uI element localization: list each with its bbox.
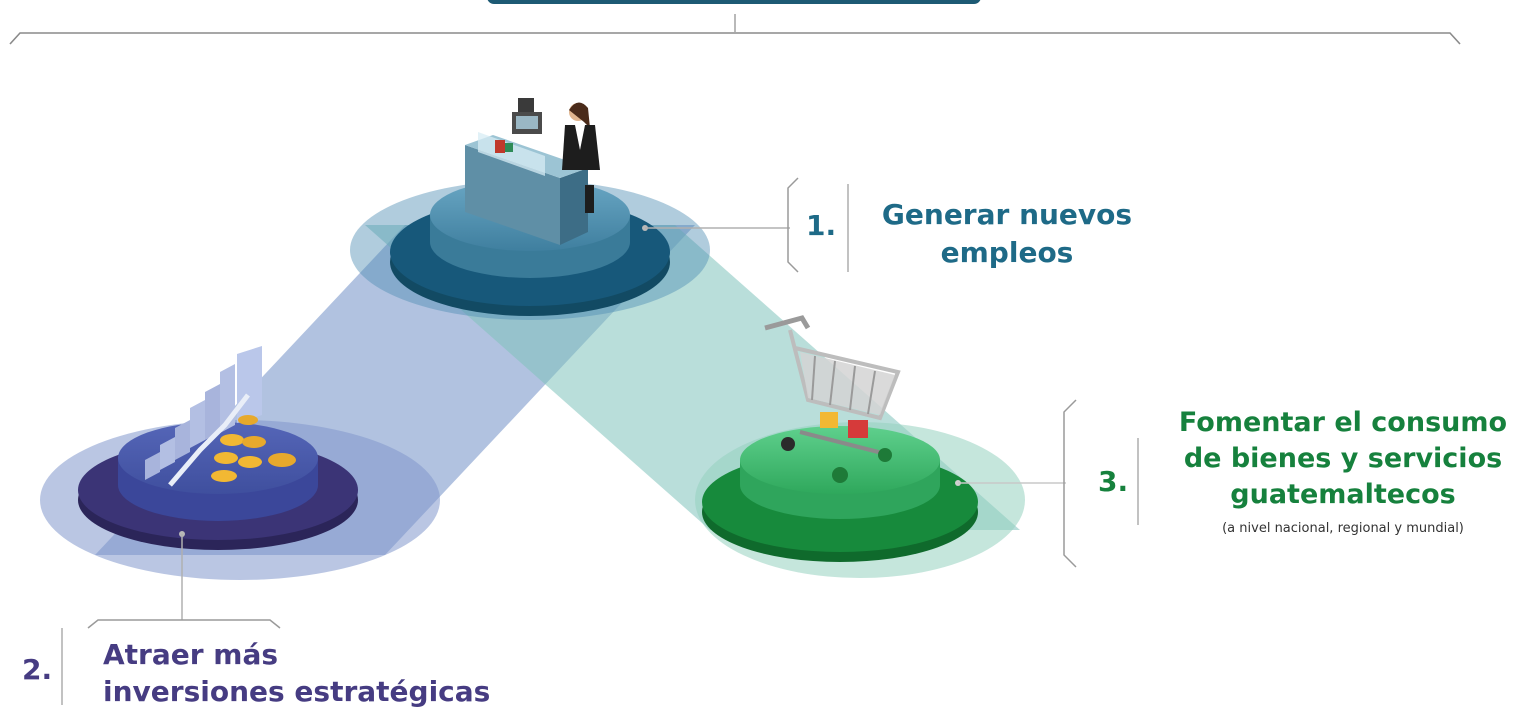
- objective-3-number: 3.: [1098, 465, 1129, 498]
- objective-2-title: Atraer más inversiones estratégicas: [103, 636, 490, 710]
- objective-3-line-2: de bienes y servicios: [1183, 443, 1503, 474]
- objective-3-title: Fomentar el consumo de bienes y servicio…: [1158, 405, 1528, 513]
- objective-3-line-1: Fomentar el consumo: [1178, 407, 1508, 438]
- objective-1-line-1: Generar nuevos: [881, 198, 1133, 231]
- objective-1-number: 1.: [806, 209, 837, 242]
- bracket-3: [1063, 399, 1077, 568]
- bracket-1: [787, 177, 799, 273]
- objective-1-title: Generar nuevos empleos: [862, 196, 1152, 272]
- cashier-worker-icon: [465, 98, 600, 245]
- shopping-cart-icon: [764, 315, 901, 483]
- bracket-2: [87, 619, 281, 629]
- platform-2: [78, 422, 358, 550]
- platform-3: [702, 426, 978, 562]
- objective-2-line-2: inversiones estratégicas: [103, 675, 491, 708]
- objective-3-note: (a nivel nacional, regional y mundial): [1222, 521, 1464, 536]
- objective-1-line-2: empleos: [940, 236, 1074, 269]
- objective-2-number: 2.: [22, 653, 53, 686]
- objective-2-line-1: Atraer más: [103, 638, 279, 671]
- objective-3-line-3: guatemaltecos: [1230, 479, 1456, 510]
- header-bar: [487, 0, 981, 4]
- header-bracket: [9, 32, 1461, 45]
- growth-chart-coins-icon: [145, 346, 296, 487]
